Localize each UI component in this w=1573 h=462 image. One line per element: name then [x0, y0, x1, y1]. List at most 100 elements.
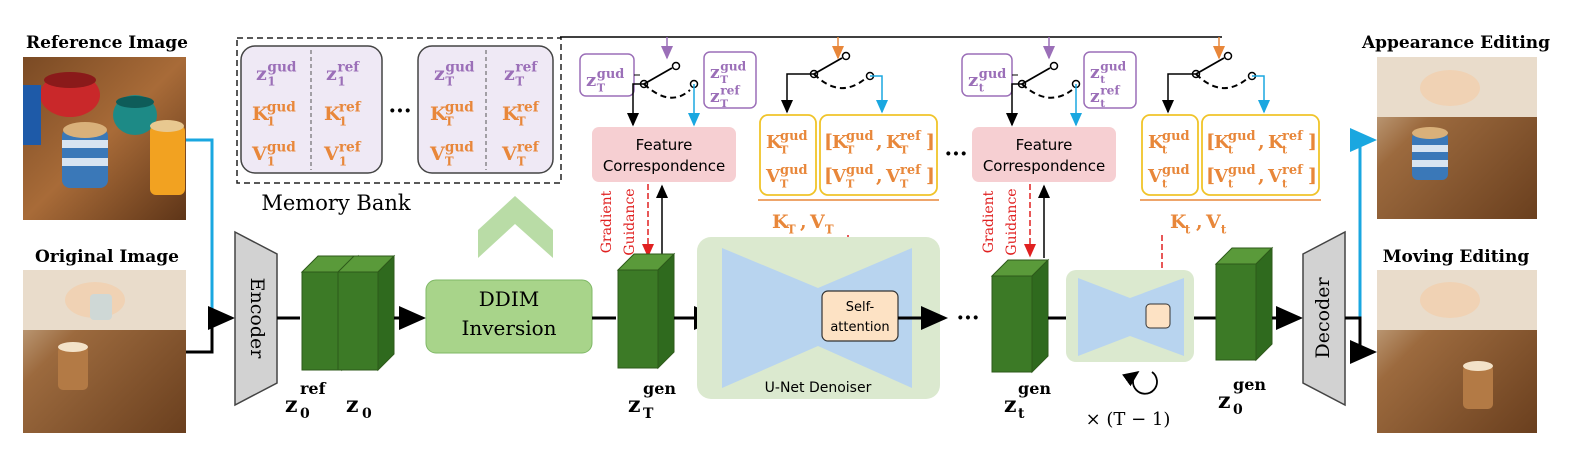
- svg-text:T: T: [780, 177, 789, 190]
- svg-text:z: z: [1004, 392, 1017, 418]
- svg-text:z: z: [628, 392, 641, 418]
- svg-text:T: T: [643, 406, 654, 422]
- decoder-label: Decoder: [1312, 277, 1334, 359]
- switch-gud-T: [579, 51, 757, 127]
- appearance-connector: [1345, 128, 1377, 320]
- original-connector: [186, 306, 235, 354]
- z0-cube: [336, 254, 396, 372]
- svg-text:z: z: [434, 63, 445, 85]
- Kt-out: Kt: [1170, 211, 1191, 237]
- svg-text:1: 1: [339, 115, 347, 129]
- moving-photo: [1377, 270, 1537, 433]
- svg-text:T: T: [445, 155, 454, 169]
- svg-text:t: t: [1282, 143, 1288, 156]
- svg-text:1: 1: [267, 75, 275, 89]
- bracket-open: [: [824, 165, 833, 187]
- switch-kv-t: [1162, 51, 1270, 114]
- svg-text:z: z: [1218, 388, 1231, 414]
- bracket-open: [: [1206, 165, 1215, 187]
- svg-text:gud: gud: [267, 59, 296, 75]
- bracket-close: ]: [1308, 131, 1317, 153]
- svg-text:ref: ref: [517, 99, 540, 115]
- svg-text:T: T: [900, 143, 909, 156]
- svg-text:K: K: [502, 103, 520, 125]
- svg-text:gud: gud: [445, 139, 474, 155]
- svg-text:z: z: [710, 63, 720, 83]
- gradient-label-1: Gradient: [599, 190, 615, 253]
- svg-text:K: K: [766, 132, 783, 153]
- svg-text:t: t: [1221, 223, 1227, 237]
- svg-text:z: z: [346, 392, 359, 418]
- svg-text:t: t: [1162, 177, 1168, 190]
- chain-ellipsis: ···: [957, 305, 980, 331]
- svg-text:V: V: [1213, 166, 1229, 187]
- svg-text:ref: ref: [339, 99, 362, 115]
- original-image-title: Original Image: [35, 247, 179, 267]
- z0-gen-symbol: z gen 0: [1218, 375, 1266, 418]
- svg-text:gen: gen: [1018, 379, 1051, 398]
- svg-text:1: 1: [267, 155, 275, 169]
- svg-text:V: V: [885, 166, 901, 187]
- svg-text:V: V: [765, 166, 781, 187]
- svg-text:t: t: [1228, 177, 1234, 190]
- svg-text:gud: gud: [1100, 59, 1126, 73]
- svg-text:DDIM: DDIM: [479, 287, 539, 311]
- svg-text:Correspondence: Correspondence: [603, 157, 725, 175]
- svg-text:1: 1: [339, 155, 347, 169]
- z0-ref-symbol: z ref 0: [285, 379, 327, 422]
- svg-text:T: T: [515, 75, 524, 89]
- svg-text:z: z: [968, 70, 978, 91]
- svg-text:gud: gud: [720, 59, 746, 73]
- bracket-close: ]: [926, 131, 935, 153]
- svg-text:0: 0: [300, 406, 310, 422]
- svg-text:gud: gud: [1228, 129, 1256, 144]
- svg-text:gud: gud: [846, 129, 874, 144]
- svg-text:gen: gen: [643, 379, 676, 398]
- svg-text:gud: gud: [846, 163, 874, 178]
- svg-text:ref: ref: [515, 59, 538, 75]
- kv-cache-T: [758, 114, 939, 201]
- bracket-open: [: [824, 131, 833, 153]
- svg-text:ref: ref: [517, 139, 540, 155]
- svg-text:t: t: [1018, 406, 1025, 422]
- svg-text:T: T: [780, 143, 789, 156]
- svg-text:Feature: Feature: [636, 136, 693, 154]
- svg-text:ref: ref: [339, 139, 362, 155]
- svg-text:z: z: [326, 63, 337, 85]
- svg-text:K: K: [430, 103, 448, 125]
- kv-cache-t: [1140, 114, 1321, 201]
- svg-text:T: T: [720, 74, 728, 86]
- svg-text:t: t: [1185, 223, 1191, 237]
- KT-out: KT: [772, 211, 796, 237]
- ddim-inversion-block: DDIM Inversion: [425, 279, 593, 354]
- svg-text:z: z: [504, 63, 515, 85]
- svg-text:gud: gud: [445, 99, 474, 115]
- z0-symbol: z 0: [346, 392, 372, 422]
- svg-text:T: T: [787, 223, 796, 237]
- reference-photo: [23, 57, 186, 220]
- unet-denoiser: Self- attention U-Net Denoiser: [697, 237, 940, 399]
- svg-text:0: 0: [362, 406, 372, 422]
- zT-gen-symbol: z gen T: [628, 379, 676, 422]
- svg-text:T: T: [825, 223, 834, 237]
- svg-text:K: K: [1148, 132, 1165, 153]
- svg-text:t: t: [1162, 143, 1168, 156]
- comma: ,: [1258, 131, 1265, 153]
- svg-text:T: T: [900, 177, 909, 190]
